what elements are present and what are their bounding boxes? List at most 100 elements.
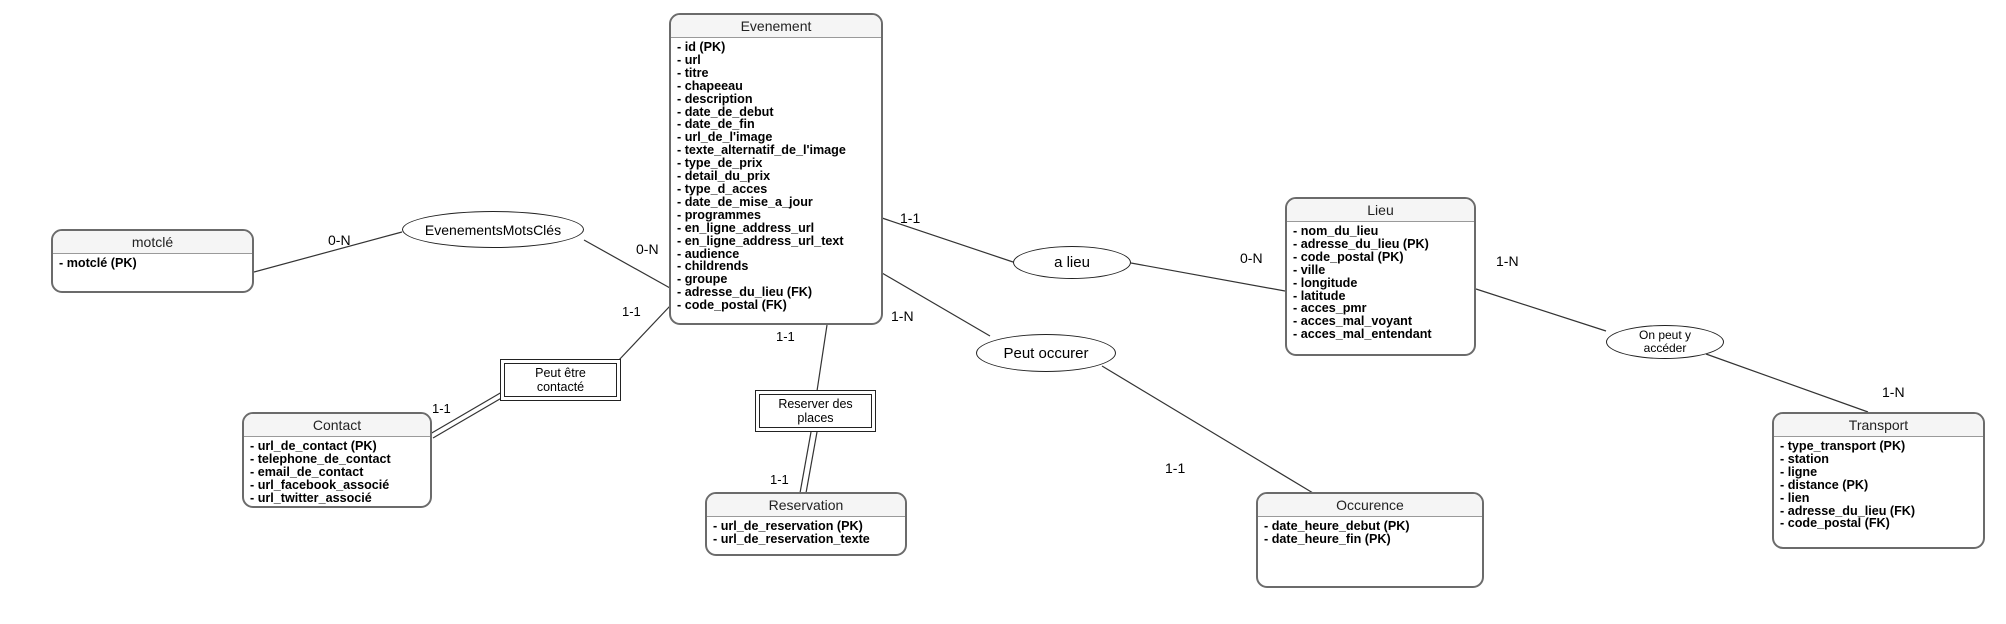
line-evenement-a-lieu xyxy=(881,217,1014,263)
relation-label: Peut être contacté xyxy=(504,363,617,397)
attribute: - url_de_reservation (PK) xyxy=(713,519,863,533)
line-evenementsmotscles-evenement xyxy=(583,239,671,289)
entity-title: Lieu xyxy=(1287,199,1474,222)
attribute: - url_de_reservation_texte xyxy=(713,531,870,546)
cardinality-label: 1-1 xyxy=(770,472,789,487)
entity-title: Contact xyxy=(244,414,430,437)
attribute: - telephone_de_contact xyxy=(250,451,391,466)
cardinality-label: 1-N xyxy=(1882,384,1905,400)
cardinality-label: 0-N xyxy=(328,232,351,248)
attribute: - type_d_acces xyxy=(677,181,768,196)
entity-title: Reservation xyxy=(707,494,905,517)
attribute: - date_de_mise_a_jour xyxy=(677,194,813,209)
cardinality-label: 1-1 xyxy=(622,304,641,319)
attribute: - url_facebook_associé xyxy=(250,477,390,492)
attribute: - groupe xyxy=(677,272,728,287)
attribute: - texte_alternatif_de_l'image xyxy=(677,143,846,158)
attribute-list: - url_de_contact (PK) - telephone_de_con… xyxy=(244,437,430,505)
attribute: - distance (PK) xyxy=(1780,477,1869,492)
attribute: - motclé (PK) xyxy=(59,256,137,270)
relation-label: Reserver des places xyxy=(759,394,872,428)
attribute: - longitude xyxy=(1293,275,1358,290)
entity-title: Transport xyxy=(1774,414,1983,437)
attribute: - date_heure_fin (PK) xyxy=(1264,531,1391,546)
attribute: - station xyxy=(1780,451,1829,466)
line-peut-etre-contacte-contact-b xyxy=(432,395,506,439)
attribute-list: - nom_du_lieu - adresse_du_lieu (PK) - c… xyxy=(1287,222,1474,341)
entity-title: Evenement xyxy=(671,15,881,38)
attribute: - en_ligne_address_url_text xyxy=(677,233,844,248)
line-evenement-peut-etre-contacte xyxy=(617,305,671,362)
attribute-list: - type_transport (PK) - station - ligne … xyxy=(1774,437,1983,530)
entity-contact[interactable]: Contact - url_de_contact (PK) - telephon… xyxy=(242,412,432,508)
attribute: - lien xyxy=(1780,490,1810,505)
attribute: - adresse_du_lieu (FK) xyxy=(1780,503,1916,518)
relation-on-peut-y-acceder[interactable]: On peut y accéder xyxy=(1606,325,1724,359)
cardinality-label: 1-N xyxy=(891,308,914,324)
attribute: - description xyxy=(677,91,753,106)
attribute: - latitude xyxy=(1293,288,1346,303)
relation-evenements-mots-cles[interactable]: EvenementsMotsClés xyxy=(402,211,584,248)
attribute: - date_de_fin xyxy=(677,117,755,132)
relation-label: EvenementsMotsClés xyxy=(424,221,562,238)
attribute-list: - url_de_reservation (PK) - url_de_reser… xyxy=(707,517,905,546)
attribute: - detail_du_prix xyxy=(677,169,771,184)
entity-reservation[interactable]: Reservation - url_de_reservation (PK) - … xyxy=(705,492,907,556)
attribute: - url xyxy=(677,52,701,67)
entity-transport[interactable]: Transport - type_transport (PK) - statio… xyxy=(1772,412,1985,549)
cardinality-label: 1-1 xyxy=(776,329,795,344)
relation-reserver-des-places[interactable]: Reserver des places xyxy=(755,390,876,432)
cardinality-label: 1-1 xyxy=(1165,460,1186,476)
attribute: - acces_mal_entendant xyxy=(1293,327,1432,342)
line-evenement-reserver-des-places xyxy=(816,324,828,392)
line-peut-etre-contacte-contact-a xyxy=(429,391,503,435)
line-on-peut-y-acceder-transport xyxy=(1705,353,1869,413)
relation-a-lieu[interactable]: a lieu xyxy=(1013,246,1131,279)
entity-motcle[interactable]: motclé - motclé (PK) xyxy=(51,229,254,293)
line-peut-occurer-occurence xyxy=(1101,365,1314,494)
line-lieu-on-peut-y-acceder xyxy=(1475,288,1607,332)
attribute: - email_de_contact xyxy=(250,464,364,479)
line-reserver-des-places-reservation-a xyxy=(799,431,812,494)
cardinality-label: 1-1 xyxy=(900,210,921,226)
attribute: - date_de_debut xyxy=(677,104,774,119)
attribute: - acces_pmr xyxy=(1293,301,1367,316)
attribute: - url_twitter_associé xyxy=(250,490,372,505)
attribute: - ville xyxy=(1293,262,1326,277)
attribute: - chapeeau xyxy=(677,78,743,93)
relation-peut-occurer[interactable]: Peut occurer xyxy=(976,334,1116,372)
attribute: - acces_mal_voyant xyxy=(1293,314,1413,329)
attribute: - adresse_du_lieu (FK) xyxy=(677,285,813,300)
attribute: - code_postal (FK) xyxy=(677,298,787,313)
relation-label: Peut occurer xyxy=(1003,344,1089,362)
relation-peut-etre-contacte[interactable]: Peut être contacté xyxy=(500,359,621,401)
entity-lieu[interactable]: Lieu - nom_du_lieu - adresse_du_lieu (PK… xyxy=(1285,197,1476,356)
line-a-lieu-lieu xyxy=(1130,262,1286,292)
attribute-list: - id (PK) - url - titre - chapeeau - des… xyxy=(671,38,881,312)
cardinality-label: 0-N xyxy=(1240,250,1263,266)
attribute: - code_postal (PK) xyxy=(1293,249,1404,264)
line-motcle-evenementsmotscles xyxy=(253,231,403,273)
attribute: - id (PK) xyxy=(677,40,726,54)
entity-occurence[interactable]: Occurence - date_heure_debut (PK) - date… xyxy=(1256,492,1484,588)
attribute: - audience xyxy=(677,246,740,261)
cardinality-label: 1-1 xyxy=(432,401,451,416)
attribute: - type_transport (PK) xyxy=(1780,439,1906,453)
entity-title: Occurence xyxy=(1258,494,1482,517)
relation-label: a lieu xyxy=(1054,254,1090,271)
attribute-list: - date_heure_debut (PK) - date_heure_fin… xyxy=(1258,517,1482,546)
attribute: - en_ligne_address_url xyxy=(677,220,815,235)
cardinality-label: 0-N xyxy=(636,241,659,257)
attribute: - childrends xyxy=(677,259,749,274)
entity-evenement[interactable]: Evenement - id (PK) - url - titre - chap… xyxy=(669,13,883,325)
line-reserver-des-places-reservation-b xyxy=(805,431,818,494)
attribute-list: - motclé (PK) xyxy=(53,254,252,270)
attribute: - ligne xyxy=(1780,464,1818,479)
entity-title: motclé xyxy=(53,231,252,254)
attribute: - url_de_l'image xyxy=(677,130,773,145)
attribute: - url_de_contact (PK) xyxy=(250,439,377,453)
line-evenement-peut-occurer xyxy=(881,272,991,337)
attribute: - programmes xyxy=(677,207,761,222)
